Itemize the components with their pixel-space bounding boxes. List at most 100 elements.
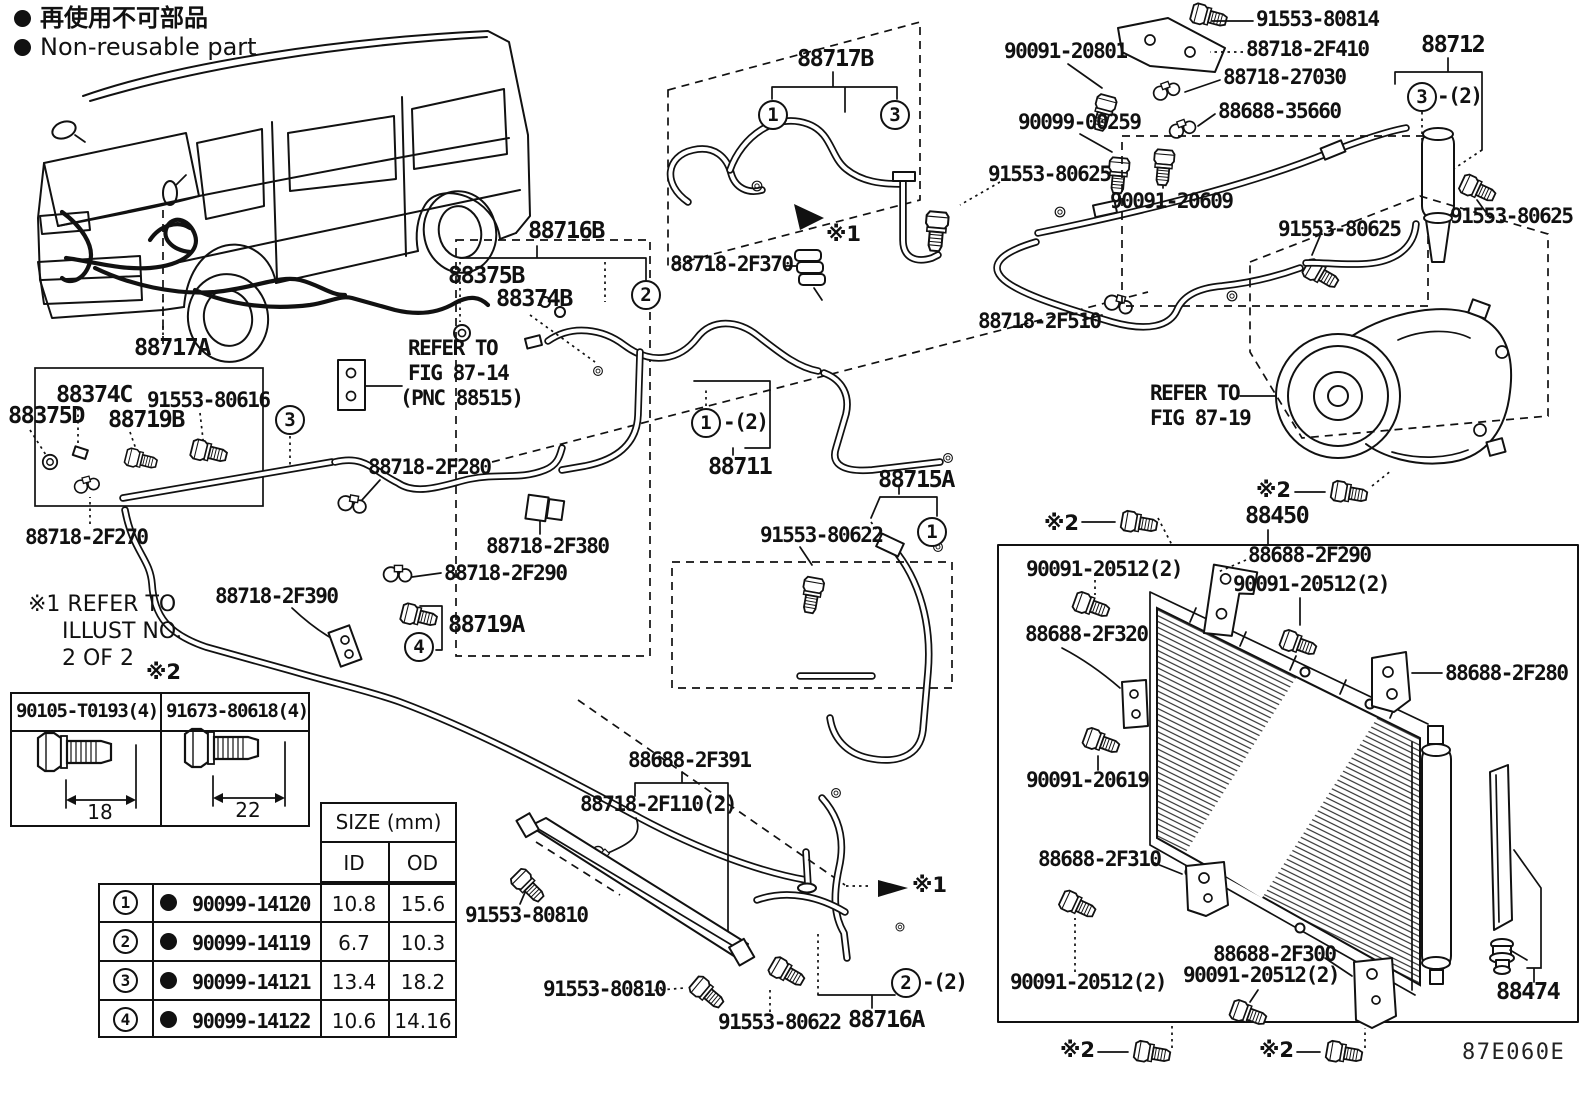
drawing-number: 87E060E	[1462, 1040, 1566, 1065]
size-row-id: 6.7	[338, 931, 370, 955]
part-label-90091-20512-d: 90091-20512(2)	[1183, 963, 1341, 987]
legend-en: Non-reusable part	[40, 33, 257, 61]
part-label-88719a: 88719A	[448, 610, 525, 638]
part-label-88717b: 88717B	[797, 44, 874, 72]
part-label-88718-2f390: 88718-2F390	[215, 584, 339, 608]
part-label-88712: 88712	[1421, 30, 1486, 58]
note-star1-top: ※1	[826, 222, 862, 246]
part-label-88718-2f270: 88718-2F270	[25, 525, 149, 549]
size-row-od: 18.2	[400, 970, 446, 994]
size-table-title: SIZE (mm)	[335, 810, 442, 834]
part-label-88688-2f320: 88688-2F320	[1025, 622, 1149, 646]
refer-fig14-l3: (PNC 88515)	[400, 386, 524, 410]
part-label-90091-20619: 90091-20619	[1026, 768, 1150, 792]
core-highlight-band	[1186, 678, 1377, 898]
bolt-table-right-dim: 22	[235, 798, 261, 822]
refer-fig19-l1: REFER TO	[1150, 381, 1241, 405]
part-label-90091-20801: 90091-20801	[1004, 39, 1128, 63]
size-table-col-id: ID	[343, 851, 365, 875]
bolt-table-divider	[160, 692, 162, 827]
van-illustration	[37, 30, 566, 363]
part-label-88375b: 88375B	[448, 261, 525, 289]
part-label-91553-80616: 91553-80616	[147, 388, 271, 412]
non-reusable-dot-icon	[160, 933, 177, 950]
left-pipe-cluster	[29, 367, 817, 894]
qty-suffix-3: -(2)	[1437, 84, 1483, 108]
refer-fig19-l2: FIG 87-19	[1150, 406, 1252, 430]
size-row-callout: 2	[113, 929, 138, 954]
legend-jp: 再使用不可部品	[40, 4, 208, 32]
bolt-table-left-dim: 18	[87, 800, 113, 824]
part-label-90091-20609: 90091-20609	[1110, 189, 1234, 213]
part-label-88718-2f410: 88718-2F410	[1246, 37, 1370, 61]
part-label-88375d: 88375D	[8, 401, 85, 429]
callout-1: 1	[758, 100, 788, 130]
qty-suffix-2: -(2)	[922, 970, 968, 994]
non-reusable-dot-icon	[160, 972, 177, 989]
callout-1: 1	[917, 517, 947, 547]
size-row-id: 10.8	[331, 892, 377, 916]
top-pipe-88717b	[666, 20, 1001, 301]
part-label-88474: 88474	[1496, 977, 1561, 1005]
size-row-id: 13.4	[331, 970, 377, 994]
callout-4: 4	[404, 632, 434, 662]
pointer-arrow	[794, 204, 824, 230]
note-star2-cond-left: ※2	[1044, 511, 1080, 535]
part-label-88374b: 88374B	[496, 284, 573, 312]
note-star1-bottom: ※1	[912, 873, 948, 897]
bolt-table-drawings	[36, 727, 286, 809]
part-label-91553-80814: 91553-80814	[1256, 7, 1380, 31]
size-row-part: 90099-14119	[192, 931, 311, 955]
part-label-88688-2f290: 88688-2F290	[1248, 543, 1372, 567]
size-table-hline	[98, 999, 457, 1001]
part-label-91553-80622-b: 91553-80622	[718, 1010, 842, 1034]
size-row-callout: 1	[113, 890, 138, 915]
part-label-91553-80810-a: 91553-80810	[465, 903, 589, 927]
center-pipe-assembly	[291, 239, 1149, 886]
part-label-90091-20512-a: 90091-20512(2)	[1026, 557, 1184, 581]
part-label-88688-2f300: 88688-2F300	[1213, 942, 1337, 966]
part-label-91553-80625-b: 91553-80625	[1278, 217, 1402, 241]
note-star2-cond-top: ※2	[1256, 478, 1292, 502]
part-label-90099-00259: 90099-00259	[1018, 110, 1142, 134]
wire-harness-88717a	[59, 209, 566, 318]
non-reusable-dot-icon	[160, 894, 177, 911]
note1-line2: ILLUST NO.	[62, 619, 183, 644]
part-label-88450: 88450	[1245, 501, 1310, 529]
pointer-arrow	[878, 880, 908, 897]
part-label-88718-2f110: 88718-2F110(2)	[580, 792, 738, 816]
bottom-center	[508, 771, 908, 1014]
callout-3: 3	[1407, 82, 1437, 112]
part-label-88718-2f380: 88718-2F380	[486, 534, 610, 558]
size-table-col-od: OD	[406, 851, 439, 875]
part-label-91553-80625-a: 91553-80625	[988, 162, 1112, 186]
bolt-table-left-part: 90105-T0193(4)	[16, 700, 159, 722]
bolt-table-right-part: 91673-80618(4)	[166, 700, 309, 722]
top-right-bracket-hoses	[993, 1, 1499, 331]
refer-fig14-l2: FIG 87-14	[408, 361, 510, 385]
part-label-88718-2f280: 88718-2F280	[368, 455, 492, 479]
size-row-part: 90099-14121	[192, 970, 311, 994]
part-label-88688-2f391: 88688-2F391	[628, 748, 752, 772]
part-label-88718-2f510: 88718-2F510	[978, 309, 1102, 333]
receiver-drier-88712	[1421, 127, 1455, 263]
callout-2: 2	[891, 968, 921, 998]
size-row-id: 10.6	[331, 1009, 377, 1033]
non-reusable-dot-icon	[14, 39, 31, 56]
size-row-part: 90099-14120	[192, 892, 311, 916]
part-label-88716a: 88716A	[848, 1005, 925, 1033]
size-row-od: 14.16	[394, 1009, 452, 1033]
size-row-part: 90099-14122	[192, 1009, 311, 1033]
condenser-assembly	[997, 509, 1579, 1067]
part-label-90091-20512-c: 90091-20512(2)	[1010, 970, 1168, 994]
part-label-90091-20512-b: 90091-20512(2)	[1233, 572, 1391, 596]
part-label-88374c: 88374C	[56, 380, 133, 408]
part-label-88688-2f280: 88688-2F280	[1445, 661, 1569, 685]
size-table-hline	[98, 921, 457, 923]
note-star2-bot1: ※2	[1060, 1038, 1096, 1062]
part-label-88719b: 88719B	[108, 405, 185, 433]
callout-2: 2	[631, 280, 661, 310]
callout-3: 3	[275, 405, 305, 435]
part-label-88715a: 88715A	[878, 465, 955, 493]
